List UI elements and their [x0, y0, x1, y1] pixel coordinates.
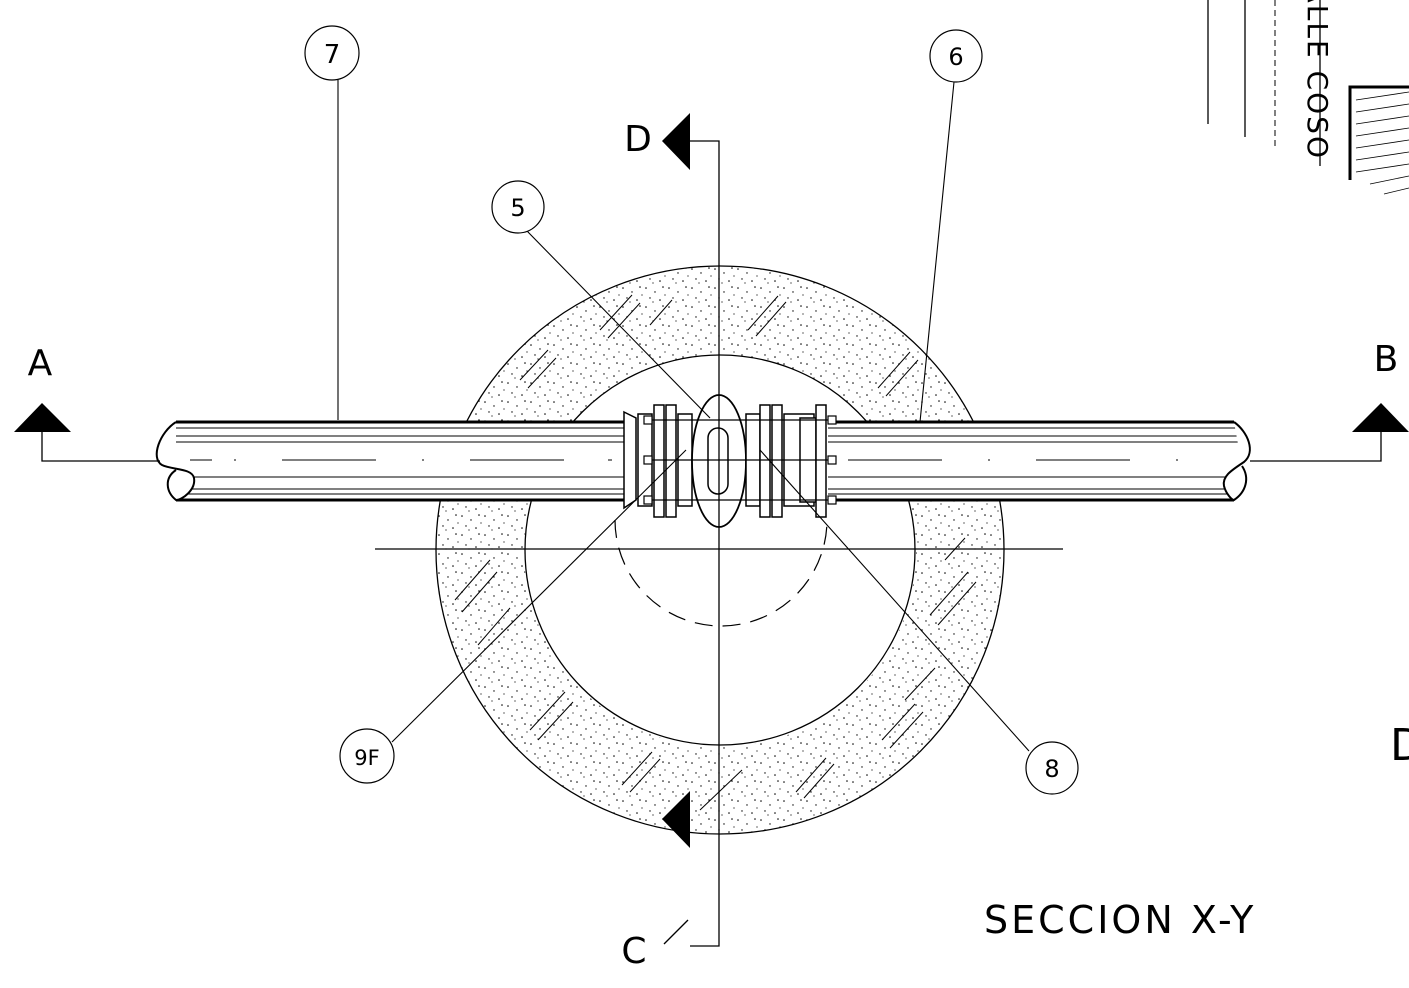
pipe-mask-left	[165, 422, 625, 500]
callout-7-label: 7	[324, 40, 341, 70]
arrow-b-icon	[1352, 403, 1409, 432]
section-mark-d-edge: D	[1390, 720, 1409, 771]
concrete-hatch	[454, 294, 977, 811]
leader-9f	[391, 449, 687, 743]
pipe-left-body	[176, 420, 625, 502]
flange-right-2	[771, 404, 783, 518]
leader-5	[526, 230, 711, 419]
valve-gate	[707, 427, 729, 495]
leader-lines	[337, 80, 1030, 752]
callout-8: 8	[1025, 741, 1079, 795]
callout-6-label: 6	[948, 43, 963, 71]
pipe-right-body	[828, 420, 1234, 502]
section-line-ab	[41, 432, 1382, 462]
callout-5: 5	[491, 180, 545, 234]
manhole-ring	[435, 265, 1005, 835]
pipe-mask-right	[828, 422, 1238, 500]
callout-9f: 9F	[339, 728, 395, 784]
coupling-left	[623, 410, 637, 510]
pipe-left-break	[155, 421, 196, 502]
tie-bolts	[643, 415, 837, 505]
leader-8	[759, 449, 1030, 752]
section-mark-a: A	[28, 343, 53, 384]
section-mark-d: D	[624, 119, 652, 160]
ring-inner-circle	[524, 354, 916, 746]
callout-7: 7	[304, 25, 360, 81]
flange-left-2	[665, 404, 677, 518]
callout-6: 6	[929, 29, 983, 83]
ring-outer-circle	[435, 265, 1005, 835]
flange-left-1	[653, 404, 665, 518]
key-plan-fragment	[1207, 0, 1409, 195]
pipe	[155, 420, 1251, 502]
ring-fill	[435, 266, 1004, 834]
callout-5-label: 5	[510, 194, 525, 222]
arrow-d-icon	[662, 113, 690, 170]
valve-assembly	[623, 394, 837, 528]
callout-9f-label: 9F	[354, 746, 379, 770]
inner-dashed-circle	[614, 519, 828, 627]
section-mark-b: B	[1374, 339, 1399, 380]
street-label: CALLE COSO	[1301, 0, 1334, 160]
arrow-a-icon	[14, 403, 71, 432]
arrow-c-icon	[662, 791, 690, 848]
pipe-right-break	[1222, 421, 1251, 502]
drawing-title: SECCION X-Y	[984, 898, 1256, 942]
section-line-cd	[663, 140, 720, 947]
section-mark-c: C	[621, 931, 646, 972]
callout-8-label: 8	[1044, 755, 1059, 783]
flange-right-3	[815, 404, 827, 518]
leader-6	[919, 81, 955, 423]
